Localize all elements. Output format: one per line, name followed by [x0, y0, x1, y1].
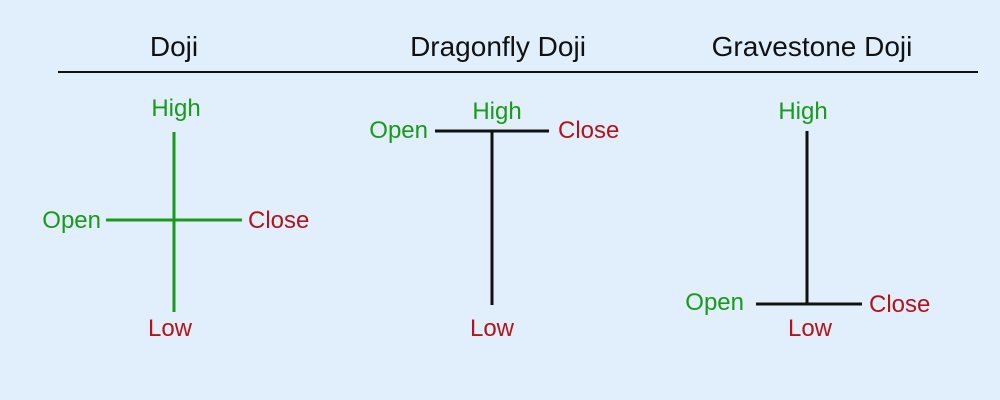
dragonfly-low-label: Low — [470, 315, 515, 342]
dragonfly-high-label: High — [472, 98, 521, 125]
doji-low-label: Low — [148, 315, 193, 342]
gravestone-high-label: High — [778, 98, 827, 125]
doji-high-label: High — [151, 95, 200, 122]
doji-title: Doji — [150, 31, 198, 62]
doji-open-label: Open — [42, 207, 101, 234]
gravestone-low-label: Low — [788, 315, 833, 342]
doji-close-label: Close — [248, 207, 309, 234]
dragonfly-doji-title: Dragonfly Doji — [410, 31, 586, 62]
gravestone-open-label: Open — [685, 289, 744, 316]
gravestone-doji-title: Gravestone Doji — [712, 31, 913, 62]
dragonfly-doji-candle — [435, 129, 549, 305]
dragonfly-close-label: Close — [558, 117, 619, 144]
dragonfly-open-label: Open — [369, 117, 428, 144]
gravestone-close-label: Close — [869, 291, 930, 318]
doji-candle — [106, 132, 242, 312]
gravestone-doji-candle — [756, 131, 862, 306]
